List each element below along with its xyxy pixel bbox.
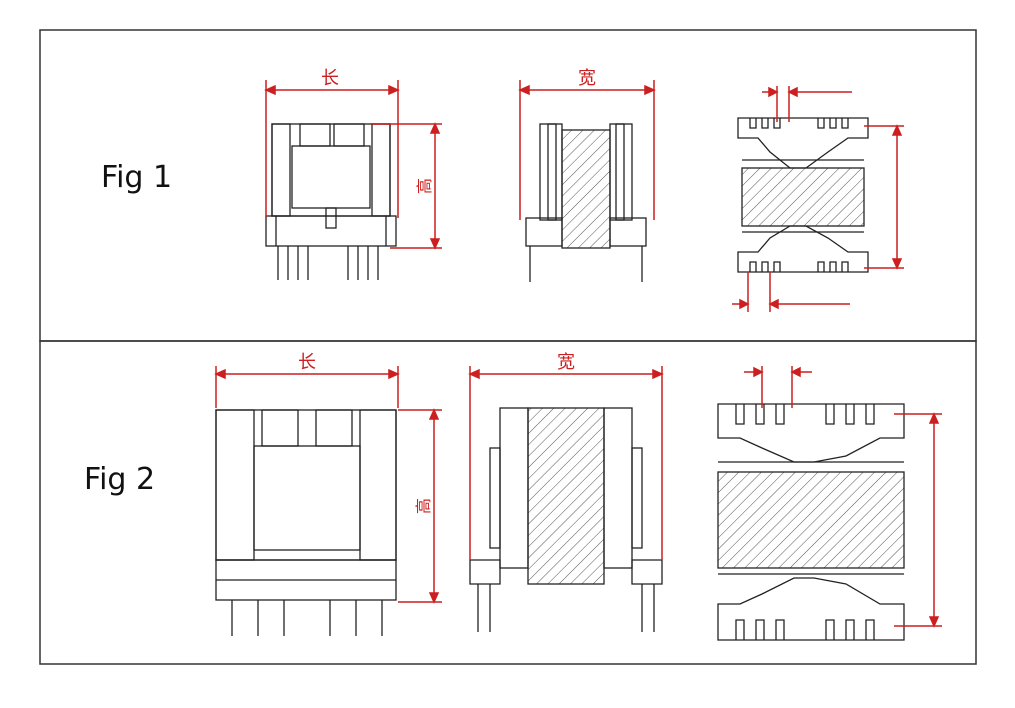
fig2-length-dimension xyxy=(214,366,400,408)
fig2-panel xyxy=(39,340,977,665)
fig1-side-view xyxy=(525,123,647,282)
fig2-height-dimension xyxy=(398,408,442,604)
fig1-height-label: 高 xyxy=(415,178,434,194)
fig1-height-dimension xyxy=(372,122,442,250)
fig1-width-dimension xyxy=(518,80,656,220)
fig1-front-view xyxy=(265,123,397,280)
fig2-pin-pitch-dimension xyxy=(744,366,812,408)
fig1-pins xyxy=(277,246,379,280)
fig2-row-spacing-dimension xyxy=(894,412,942,628)
fig2-bottom-slots xyxy=(735,404,875,640)
fig1-bottom-slots xyxy=(749,118,849,272)
fig2-side-view xyxy=(469,407,663,632)
fig1-pin-pitch-dimension xyxy=(732,86,852,312)
fig1-length-label: 长 xyxy=(321,68,339,89)
fig1-width-label: 宽 xyxy=(578,68,596,89)
fig2-width-dimension xyxy=(468,366,664,560)
fig2-front-view xyxy=(215,409,397,636)
fig1-bottom-view xyxy=(737,117,869,273)
fig1-label: Fig 1 xyxy=(101,160,173,195)
fig1-row-spacing-dimension xyxy=(864,124,904,270)
fig2-height-label: 高 xyxy=(414,498,433,514)
fig1-length-dimension xyxy=(264,80,400,218)
fig2-label: Fig 2 xyxy=(84,462,156,497)
fig2-bottom-view xyxy=(717,403,905,641)
fig2-width-label: 宽 xyxy=(557,352,575,373)
fig2-length-label: 长 xyxy=(298,352,316,373)
fig2-pins xyxy=(231,600,383,636)
